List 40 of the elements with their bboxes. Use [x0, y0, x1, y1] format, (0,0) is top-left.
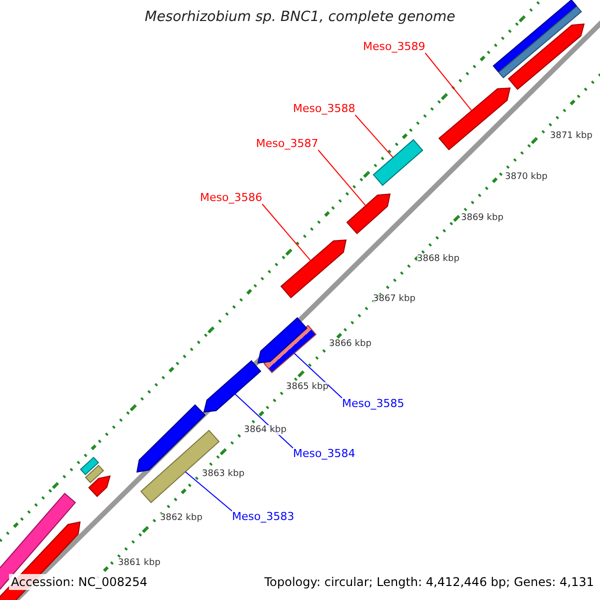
gene-feature: [0, 521, 81, 600]
gene-feature: [492, 0, 578, 73]
leader-line: [424, 52, 472, 112]
gene-label: Meso_3585: [342, 397, 404, 410]
gene-feature: [84, 464, 104, 484]
scale-label: 3865 kbp: [286, 382, 328, 392]
scale-label: 3863 kbp: [202, 469, 244, 479]
gene-feature: [203, 360, 262, 413]
gene-label: Meso_3588: [293, 102, 356, 115]
leader-line: [354, 114, 394, 158]
info-text: Topology: circular; Length: 4,412,446 bp; Genes: 4,131: [262, 574, 596, 590]
gene-feature: [346, 193, 391, 234]
leader-line: [318, 150, 366, 206]
scale-label: 3869 kbp: [461, 213, 504, 223]
scale-label: 3862 kbp: [160, 513, 202, 523]
scale-label: 3868 kbp: [417, 254, 460, 264]
title: Mesorhizobium sp. BNC1, complete genome: [144, 9, 456, 25]
gene-feature: [508, 23, 585, 90]
gene-feature: [80, 456, 100, 476]
scale-label: 3870 kbp: [505, 172, 548, 182]
info-text: Accession: NC_008254: [9, 574, 150, 590]
gene-label: Meso_3587: [256, 137, 318, 150]
gene-label: Meso_3586: [200, 191, 262, 204]
scale-label: 3866 kbp: [329, 339, 372, 349]
gene-label: Meso_3589: [363, 40, 426, 53]
gene-feature: [498, 6, 582, 78]
scale-label: 3864 kbp: [244, 425, 286, 435]
scale-label: 3867 kbp: [373, 294, 416, 304]
gene-feature: [280, 239, 347, 298]
scale-label: 3871 kbp: [550, 131, 592, 141]
gene-label: Meso_3583: [232, 510, 294, 523]
leader-line: [184, 471, 232, 512]
leader-line: [262, 204, 312, 262]
gene-feature: [438, 87, 511, 150]
leader-line: [294, 352, 342, 398]
gene-feature: [257, 317, 308, 364]
gene-feature: [88, 475, 111, 498]
gene-label: Meso_3584: [293, 447, 356, 460]
gene-feature: [372, 139, 424, 186]
scale-label: 3861 kbp: [118, 558, 160, 568]
